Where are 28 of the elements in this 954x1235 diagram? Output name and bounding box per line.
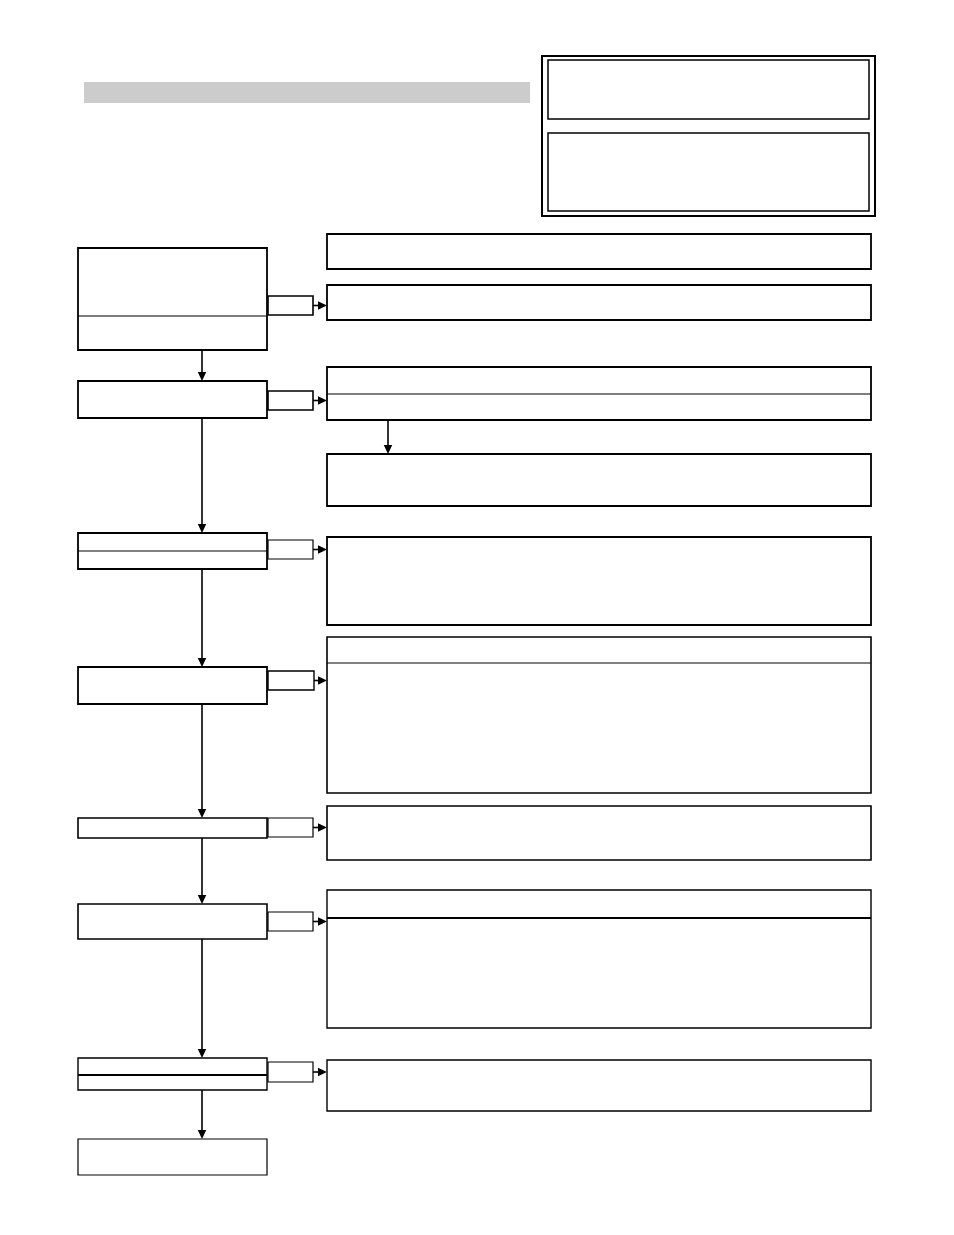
info-box (326, 889, 872, 1029)
info-box (326, 233, 872, 270)
info-box (326, 536, 872, 626)
info-box (326, 805, 872, 861)
note-box (547, 59, 870, 120)
small-box (267, 911, 314, 932)
step-box (77, 817, 268, 839)
small-box (267, 817, 314, 838)
step-box (77, 903, 268, 940)
info-box (326, 366, 872, 421)
step-box (77, 380, 268, 419)
info-box (326, 453, 872, 507)
step-box (77, 532, 268, 570)
small-box (267, 295, 314, 316)
heading-band (84, 82, 530, 103)
step-box (77, 1057, 268, 1091)
note-box (547, 132, 870, 212)
step-box (77, 247, 268, 351)
step-box (77, 1138, 268, 1176)
step-box (77, 666, 268, 705)
small-box (267, 670, 315, 691)
small-box (267, 1061, 314, 1083)
small-box (267, 539, 314, 560)
info-box (326, 284, 872, 321)
info-box (326, 1059, 872, 1112)
small-box (267, 390, 314, 411)
info-box (326, 636, 872, 794)
frame-box (541, 55, 876, 217)
